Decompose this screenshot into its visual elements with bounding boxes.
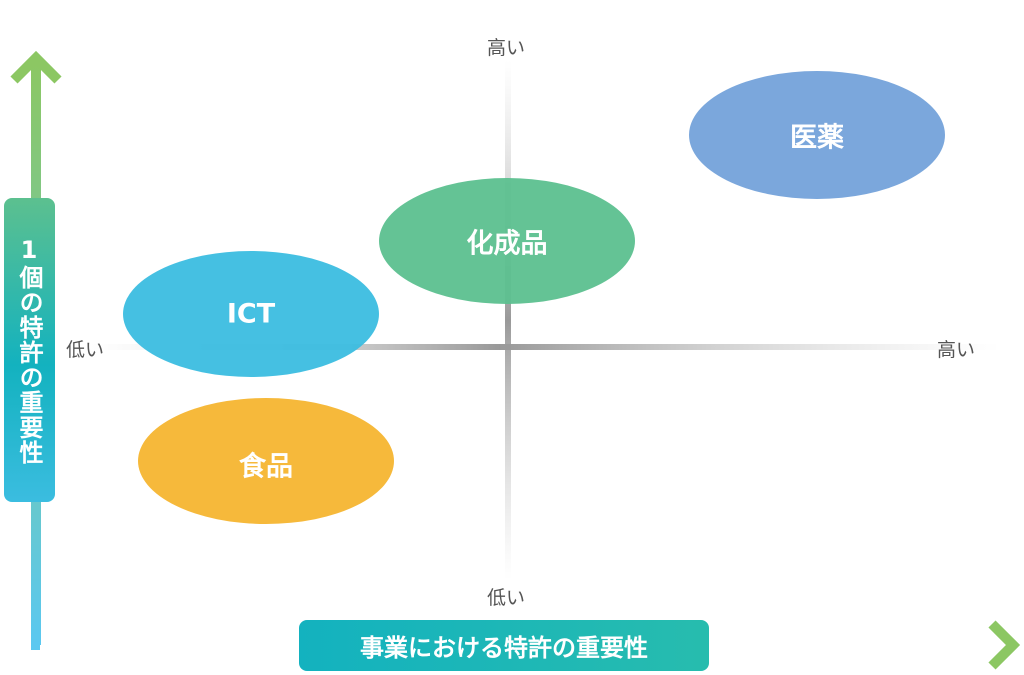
label-food: 食品	[239, 451, 293, 483]
bubble-pharma	[689, 71, 945, 199]
bubble-food	[138, 398, 394, 524]
x-axis-arrow-icon	[988, 620, 1021, 670]
crosshair-horizontal	[90, 344, 1000, 350]
label-ict: ICT	[226, 298, 276, 330]
bubble-ict	[123, 251, 379, 377]
y-low-label: 低い	[487, 587, 526, 609]
x-high-label: 高い	[937, 339, 976, 361]
crosshair-vertical	[505, 60, 511, 580]
label-pharma: 医薬	[790, 122, 844, 154]
y-high-label: 高い	[487, 37, 526, 59]
y-axis-title: 1個の特許の重要性	[15, 235, 43, 465]
label-chemicals: 化成品	[466, 228, 548, 260]
x-axis-title: 事業における特許の重要性	[360, 634, 648, 662]
y-axis-arrow-icon	[10, 50, 62, 84]
x-axis-title-box: 事業における特許の重要性	[299, 620, 709, 671]
x-low-label: 低い	[66, 339, 105, 361]
bubble-chemicals	[379, 178, 635, 304]
y-axis-title-box: 1個の特許の重要性	[4, 198, 55, 502]
